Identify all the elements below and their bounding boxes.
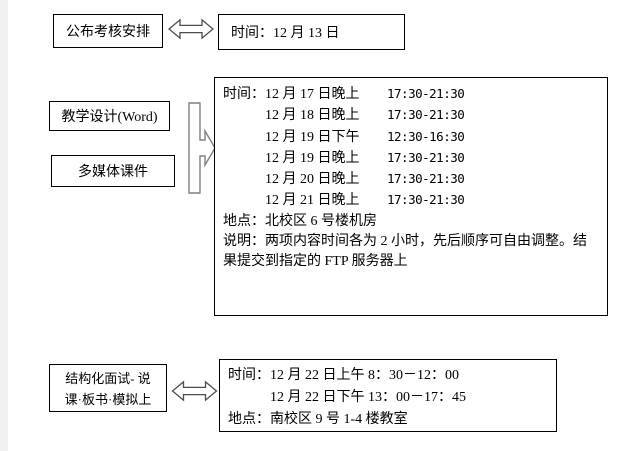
session-1: 12 月 22 日上午 8：30－12：00: [270, 368, 459, 383]
double-arrow-icon: [167, 18, 215, 40]
location-line: 地点：南校区 9 号 1-4 楼教室: [228, 412, 408, 427]
session-time: 17:30-21:30: [387, 192, 465, 208]
time-label: 时间：: [223, 87, 265, 102]
schedule-line: 12 月 21 日晚上 17:30-21:30: [223, 190, 599, 211]
structured-interview-label-line2: 课·板书·模拟上: [64, 392, 152, 407]
multimedia-courseware-label: 多媒体课件: [78, 165, 148, 180]
location-line: 地点：北校区 6 号楼机房: [223, 213, 377, 229]
announce-time-box: 时间：12 月 13 日: [218, 14, 405, 50]
interview-schedule-box: 时间：12 月 22 日上午 8：30－12：00 12 月 22 日下午 13…: [219, 359, 557, 432]
schedule-line: 12 月 20 日晚上 17:30-21:30: [223, 169, 599, 190]
session-date: 12 月 20 日晚上: [265, 172, 360, 188]
teaching-design-label: 教学设计(Word): [61, 110, 158, 125]
session-time: 17:30-21:30: [387, 149, 465, 165]
session-time: 17:30-21:30: [387, 107, 465, 123]
session-date: 12 月 17 日晚上: [265, 87, 360, 102]
time-label: 时间：: [228, 368, 270, 383]
announce-assessment-box: 公布考核安排: [53, 14, 163, 48]
session-date: 12 月 19 日下午: [265, 129, 360, 145]
schedule-line: 12 月 22 日下午 13：00－17：45: [228, 387, 550, 409]
session-2: 12 月 22 日下午 13：00－17：45: [270, 390, 466, 405]
structured-interview-box: 结构化面试- 说 课·板书·模拟上: [49, 364, 167, 412]
schedule-line: 12 月 19 日下午 12:30-16:30: [223, 127, 599, 148]
note-paragraph: 说明：两项内容时间各为 2 小时，先后顺序可自由调整。结果提交到指定的 FTP …: [223, 234, 587, 270]
session-date: 12 月 21 日晚上: [265, 193, 360, 209]
multimedia-courseware-box: 多媒体课件: [51, 155, 175, 187]
session-time: 17:30-21:30: [387, 86, 465, 101]
announce-assessment-label: 公布考核安排: [66, 25, 150, 40]
session-time: 12:30-16:30: [387, 128, 465, 144]
session-time: 17:30-21:30: [387, 171, 465, 187]
session-date: 12 月 19 日晚上: [265, 150, 360, 166]
session-date: 12 月 18 日晚上: [265, 108, 360, 124]
teaching-design-box: 教学设计(Word): [49, 101, 170, 131]
structured-interview-label-line1: 结构化面试- 说: [65, 371, 151, 386]
schedule-line: 时间：12 月 22 日上午 8：30－12：00: [228, 365, 550, 387]
time-label: 时间：: [231, 26, 273, 41]
computer-exam-schedule-box: 时间：12 月 17 日晚上 17:30-21:30 12 月 18 日晚上 17:…: [214, 77, 608, 316]
double-arrow-icon: [171, 380, 218, 402]
schedule-line: 12 月 19 日晚上 17:30-21:30: [223, 148, 599, 169]
page-edge-strip: [0, 0, 8, 451]
announce-time-value: 12 月 13 日: [273, 26, 340, 41]
merge-right-arrow-icon: [188, 102, 216, 194]
schedule-line: 时间：12 月 17 日晚上 17:30-21:30: [223, 84, 599, 105]
schedule-line: 12 月 18 日晚上 17:30-21:30: [223, 105, 599, 126]
